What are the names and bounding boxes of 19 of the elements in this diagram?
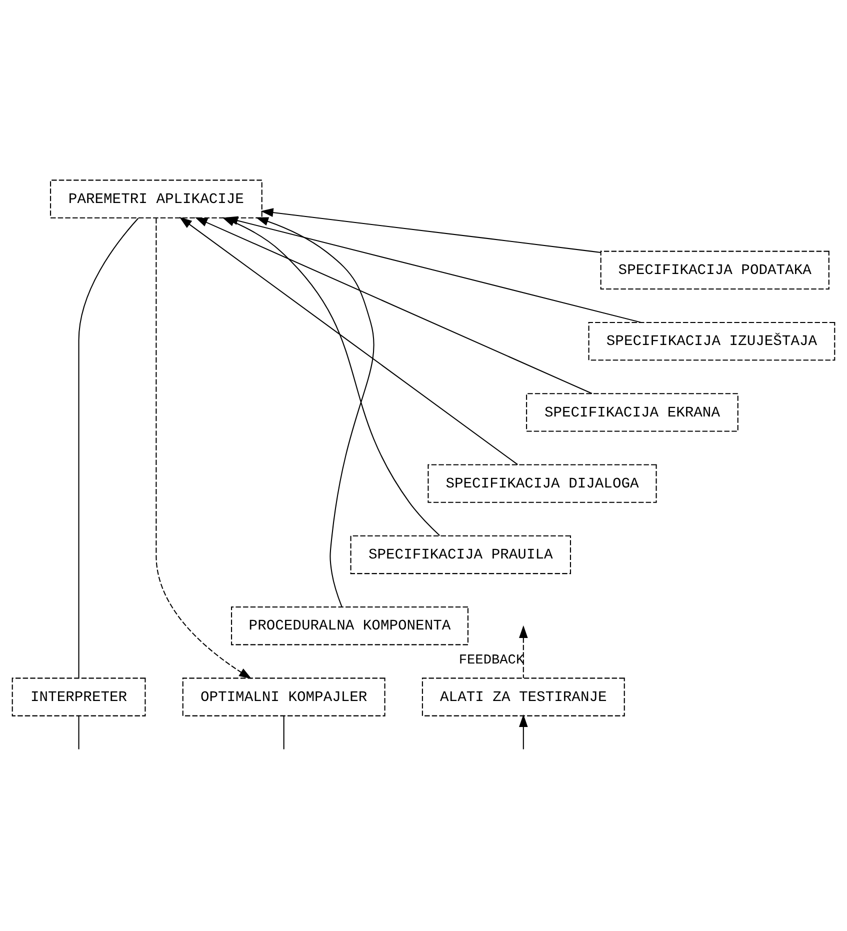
node-box: SPECIFIKACIJA PRAUILA xyxy=(350,535,572,574)
arrow xyxy=(156,218,252,679)
arrow xyxy=(256,217,374,607)
node-box: ALATI ZA TESTIRANJE xyxy=(422,678,625,716)
node-box: OPTIMALNI KOMPAJLER xyxy=(182,678,386,716)
node-box: SPECIFIKACIJA EKRANA xyxy=(526,393,738,432)
connector xyxy=(78,716,80,750)
node-box: SPECIFIKACIJA DIJALOGA xyxy=(428,464,657,503)
arrow xyxy=(519,625,528,678)
arrow xyxy=(519,714,528,750)
connector xyxy=(283,716,284,750)
node-box: INTERPRETER xyxy=(12,678,146,716)
node-box: PAREMETRI APLIKACIJE xyxy=(50,180,262,218)
node-box: SPECIFIKACIJA IZUJEŠTAJA xyxy=(588,322,836,361)
node-box: SPECIFIKACIJA PODATAKA xyxy=(600,250,830,290)
connector xyxy=(78,218,139,678)
arrow xyxy=(260,208,601,253)
edge-label: FEEDBACK xyxy=(458,653,524,668)
node-box: PROCEDURALNA KOMPONENTA xyxy=(231,606,468,646)
